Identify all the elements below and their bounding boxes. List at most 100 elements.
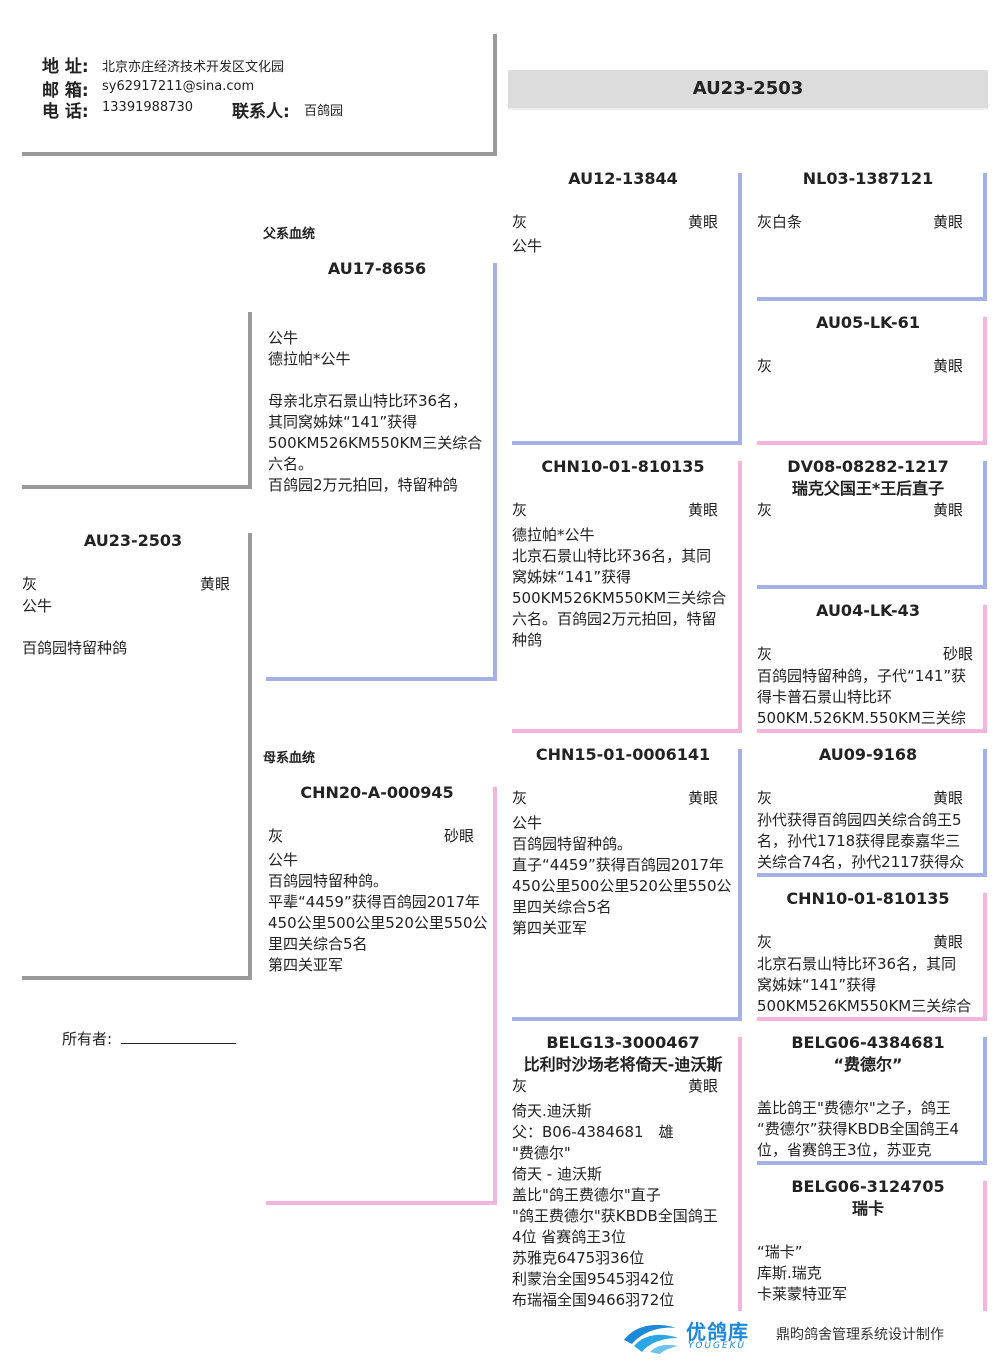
subject-eye: 黄眼 <box>199 575 230 593</box>
subject-sex: 公牛 <box>22 597 53 615</box>
owner-blank[interactable] <box>120 1029 236 1044</box>
ggp-color-row: 灰 黄眼 <box>757 356 963 377</box>
contact-label: 联系人: <box>232 102 290 122</box>
owner-label: 所有者: <box>62 1030 113 1048</box>
header-bar: AU23-2503 <box>508 70 988 110</box>
gp-ring: BELG13-3000467 <box>546 1033 700 1052</box>
gp-ring: AU12-13844 <box>568 169 678 188</box>
ggp-desc: “瑞卡” 库斯.瑞克 卡莱蒙特亚军 <box>757 1243 848 1303</box>
ggp-ring: AU09-9168 <box>818 745 918 764</box>
ggp-desc: 孙代获得百鸽园四关综合鸽王5 名，孙代1718获得昆泰嘉华三 关综合74名，孙代… <box>757 811 965 871</box>
gp-color: 灰 <box>512 1077 528 1095</box>
ggp-name: 瑞卡 <box>851 1199 884 1218</box>
sire-card: AU17-8656 公牛 德拉帕*公牛 母亲北京石景山特比环36名， 其同窝姊妹… <box>266 258 492 674</box>
subject-top-vline <box>248 312 252 489</box>
grandparent-card: CHN10-01-810135 灰 黄眼 德拉帕*公牛 北京石景山特比环36名，… <box>512 456 734 726</box>
great-grandparent-card: CHN10-01-810135 灰 黄眼 北京石景山特比环36名，其同 窝姊妹“… <box>757 888 979 1016</box>
contact-box-bottom-border <box>22 152 497 156</box>
footer-credit: 鼎昀鸽舍管理系统设计制作 <box>776 1327 944 1343</box>
contact-box-right-border <box>493 34 497 155</box>
subject-card: AU23-2503 灰 黄眼 公牛 百鸽园特留种鸽 <box>22 530 244 970</box>
gp-eye: 黄眼 <box>687 789 718 807</box>
gp-color: 灰 <box>512 789 528 807</box>
owner-line: 所有者: <box>62 1028 236 1049</box>
ggp-right-border <box>983 173 987 301</box>
dam-section-label: 母系血统 <box>263 751 316 766</box>
ggp-right-border <box>983 317 987 445</box>
gp-color-row: 灰 黄眼 <box>512 1076 718 1097</box>
gp-color-row: 灰 黄眼 <box>512 788 718 809</box>
subject-bottom-border <box>22 976 251 980</box>
address-value: 北京亦庄经济技术开发区文化园 <box>102 60 285 75</box>
dam-color-row: 灰 砂眼 <box>268 826 474 847</box>
great-grandparent-card: DV08-08282-1217 瑞克父国王*王后直子 灰 黄眼 <box>757 456 979 584</box>
subject-right-border <box>248 533 252 980</box>
gp-desc: 德拉帕*公牛 北京石景山特比环36名，其同 窝姊妹“141”获得 500KM52… <box>512 526 727 649</box>
ggp-color-row: 灰 砂眼 <box>757 644 973 665</box>
gp-bottom-border <box>512 1017 742 1021</box>
ggp-eye: 黄眼 <box>932 933 963 951</box>
gp-bottom-border <box>512 441 742 445</box>
ggp-color: 灰 <box>757 933 773 951</box>
great-grandparent-card: BELG06-3124705 瑞卡 “瑞卡” 库斯.瑞克 卡莱蒙特亚军 <box>757 1176 979 1308</box>
ggp-right-border <box>983 461 987 589</box>
gp-ring: CHN10-01-810135 <box>541 457 705 476</box>
ggp-name: “费德尔” <box>833 1055 903 1074</box>
great-grandparent-card: AU05-LK-61 灰 黄眼 <box>757 312 979 440</box>
ggp-right-border <box>983 1181 987 1311</box>
gp-right-border <box>738 173 742 445</box>
sire-section-label: 父系血统 <box>263 227 316 242</box>
ggp-ring: BELG06-3124705 <box>791 1177 945 1196</box>
ggp-bottom-border <box>757 873 987 877</box>
sire-ring: AU17-8656 <box>327 259 427 278</box>
ggp-right-border <box>983 749 987 877</box>
gp-bottom-border <box>512 729 742 733</box>
contact-box: 地 址: 北京亦庄经济技术开发区文化园 邮 箱: sy62917211@sina… <box>22 34 497 155</box>
ggp-name: 瑞克父国王*王后直子 <box>791 479 945 498</box>
grandparent-card: CHN15-01-0006141 灰 黄眼 公牛 百鸽园特留种鸽。 直子“445… <box>512 744 734 1014</box>
gp-color-row: 灰 黄眼 <box>512 500 718 521</box>
great-grandparent-card: AU04-LK-43 灰 砂眼 百鸽园特留种鸽，子代“141”获 得卡普石景山特… <box>757 600 979 728</box>
grandparent-card: BELG13-3000467 比利时沙场老将倚天-迪沃斯 灰 黄眼 倚天.迪沃斯… <box>512 1032 734 1308</box>
ggp-eye: 砂眼 <box>942 645 973 663</box>
ggp-color-row: 灰 黄眼 <box>757 500 963 521</box>
subject-ring: AU23-2503 <box>83 531 183 550</box>
footer-brand-cn: 优鸽库 <box>686 1320 749 1344</box>
dam-eye: 砂眼 <box>443 827 474 845</box>
subject-note: 百鸽园特留种鸽 <box>22 639 128 657</box>
ggp-right-border <box>983 1037 987 1165</box>
dam-bottom-border <box>266 1201 497 1205</box>
gp-desc: 公牛 百鸽园特留种鸽。 直子“4459”获得百鸽园2017年 450公里500公… <box>512 814 732 937</box>
ggp-eye: 黄眼 <box>932 501 963 519</box>
sire-desc: 公牛 德拉帕*公牛 母亲北京石景山特比环36名， 其同窝姊妹“141”获得 50… <box>268 329 483 494</box>
sire-right-border <box>493 263 497 680</box>
ggp-color-row: 灰 黄眼 <box>757 932 963 953</box>
ggp-bottom-border <box>757 1161 987 1165</box>
header-ring: AU23-2503 <box>692 78 804 99</box>
ggp-color: 灰 <box>757 357 773 375</box>
phone-label: 电 话: <box>42 102 89 122</box>
ggp-ring: AU05-LK-61 <box>816 313 920 332</box>
ggp-ring: NL03-1387121 <box>802 169 934 188</box>
ggp-ring: CHN10-01-810135 <box>786 889 950 908</box>
ggp-ring: BELG06-4384681 <box>791 1033 945 1052</box>
dam-desc: 公牛 百鸽园特留种鸽。 平辈“4459”获得百鸽园2017年 450公里500公… <box>268 851 488 974</box>
ggp-color: 灰 <box>757 501 773 519</box>
email-label: 邮 箱: <box>42 81 89 101</box>
ggp-color: 灰 <box>757 789 773 807</box>
dam-right-border <box>493 787 497 1204</box>
subject-color-row: 灰 黄眼 <box>22 574 230 595</box>
dam-card: CHN20-A-000945 灰 砂眼 公牛 百鸽园特留种鸽。 平辈“4459”… <box>266 782 492 1198</box>
dam-color: 灰 <box>268 827 284 845</box>
email-value: sy62917211@sina.com <box>102 79 255 94</box>
ggp-right-border <box>983 893 987 1021</box>
grandparent-card: AU12-13844 灰 黄眼 公牛 <box>512 168 734 438</box>
ggp-bottom-border <box>757 585 987 589</box>
yougeku-logo-icon <box>624 1324 678 1354</box>
ggp-ring: AU04-LK-43 <box>816 601 920 620</box>
ggp-desc: 北京石景山特比环36名，其同 窝姊妹“141”获得 500KM526KM550K… <box>757 955 972 1015</box>
address-label: 地 址: <box>42 57 89 77</box>
ggp-bottom-border <box>757 297 987 301</box>
gp-color-row: 灰 黄眼 <box>512 212 718 233</box>
gp-eye: 黄眼 <box>687 501 718 519</box>
